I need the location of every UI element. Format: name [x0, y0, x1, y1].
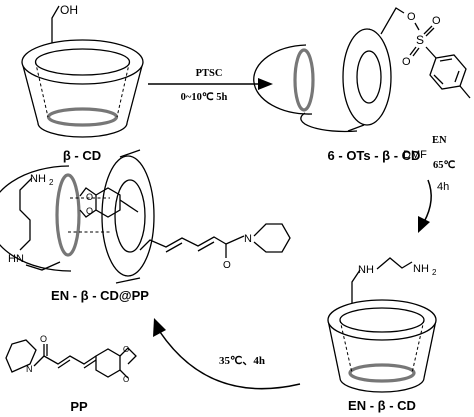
step2-temp: 65℃	[433, 159, 456, 171]
beta-cd-structure: OH	[21, 3, 144, 138]
complex-o3-label: O	[223, 260, 231, 271]
step2-reagent: EN	[432, 135, 447, 146]
ots-o3-label: O	[402, 56, 411, 68]
en-nh2-subscript: 2	[432, 268, 437, 277]
ots-o1-label: O	[407, 11, 416, 23]
complex-o1-label: O	[86, 192, 93, 202]
ots-cd-label: 6 - OTs - β - CD	[328, 148, 421, 163]
step2-arrow	[418, 179, 432, 233]
ots-cd-structure: O S O O	[253, 7, 471, 133]
oh-label: OH	[60, 3, 78, 17]
complex-hn-label: HN	[8, 253, 24, 265]
complex-structure: NH 2 HN O O O N	[0, 149, 291, 284]
pp-n-label: N	[26, 364, 33, 374]
piperine-structure: N O O O	[5, 334, 137, 384]
bcd-label: β - CD	[63, 148, 101, 163]
ots-o2-label: O	[432, 15, 441, 27]
step1-reagent: PTSC	[196, 68, 223, 79]
step3-arrow	[153, 318, 301, 390]
en-nh2-label: NH	[413, 263, 429, 275]
en-nh-label: NH	[358, 264, 374, 276]
step1-conditions: 0~10℃ 5h	[181, 91, 228, 103]
pp-label: PP	[70, 399, 88, 414]
en-cd-label: EN - β - CD	[348, 398, 416, 413]
step1-arrow	[148, 78, 273, 90]
pp-o2-label: O	[123, 345, 129, 354]
complex-nh2-subscript: 2	[49, 178, 54, 187]
step2-solvent: DMF	[403, 149, 427, 161]
complex-n-label: N	[244, 233, 252, 245]
ots-s-label: S	[416, 33, 424, 47]
step3-conditions: 35℃、4h	[219, 355, 265, 367]
complex-nh2-label: NH	[30, 173, 46, 185]
pp-o1-label: O	[40, 334, 47, 344]
en-cd-structure: NH NH 2	[327, 257, 437, 393]
complex-o2-label: O	[86, 206, 93, 216]
pp-o3-label: O	[123, 375, 129, 384]
step2-time: 4h	[437, 181, 449, 193]
complex-label: EN - β - CD@PP	[51, 288, 149, 303]
